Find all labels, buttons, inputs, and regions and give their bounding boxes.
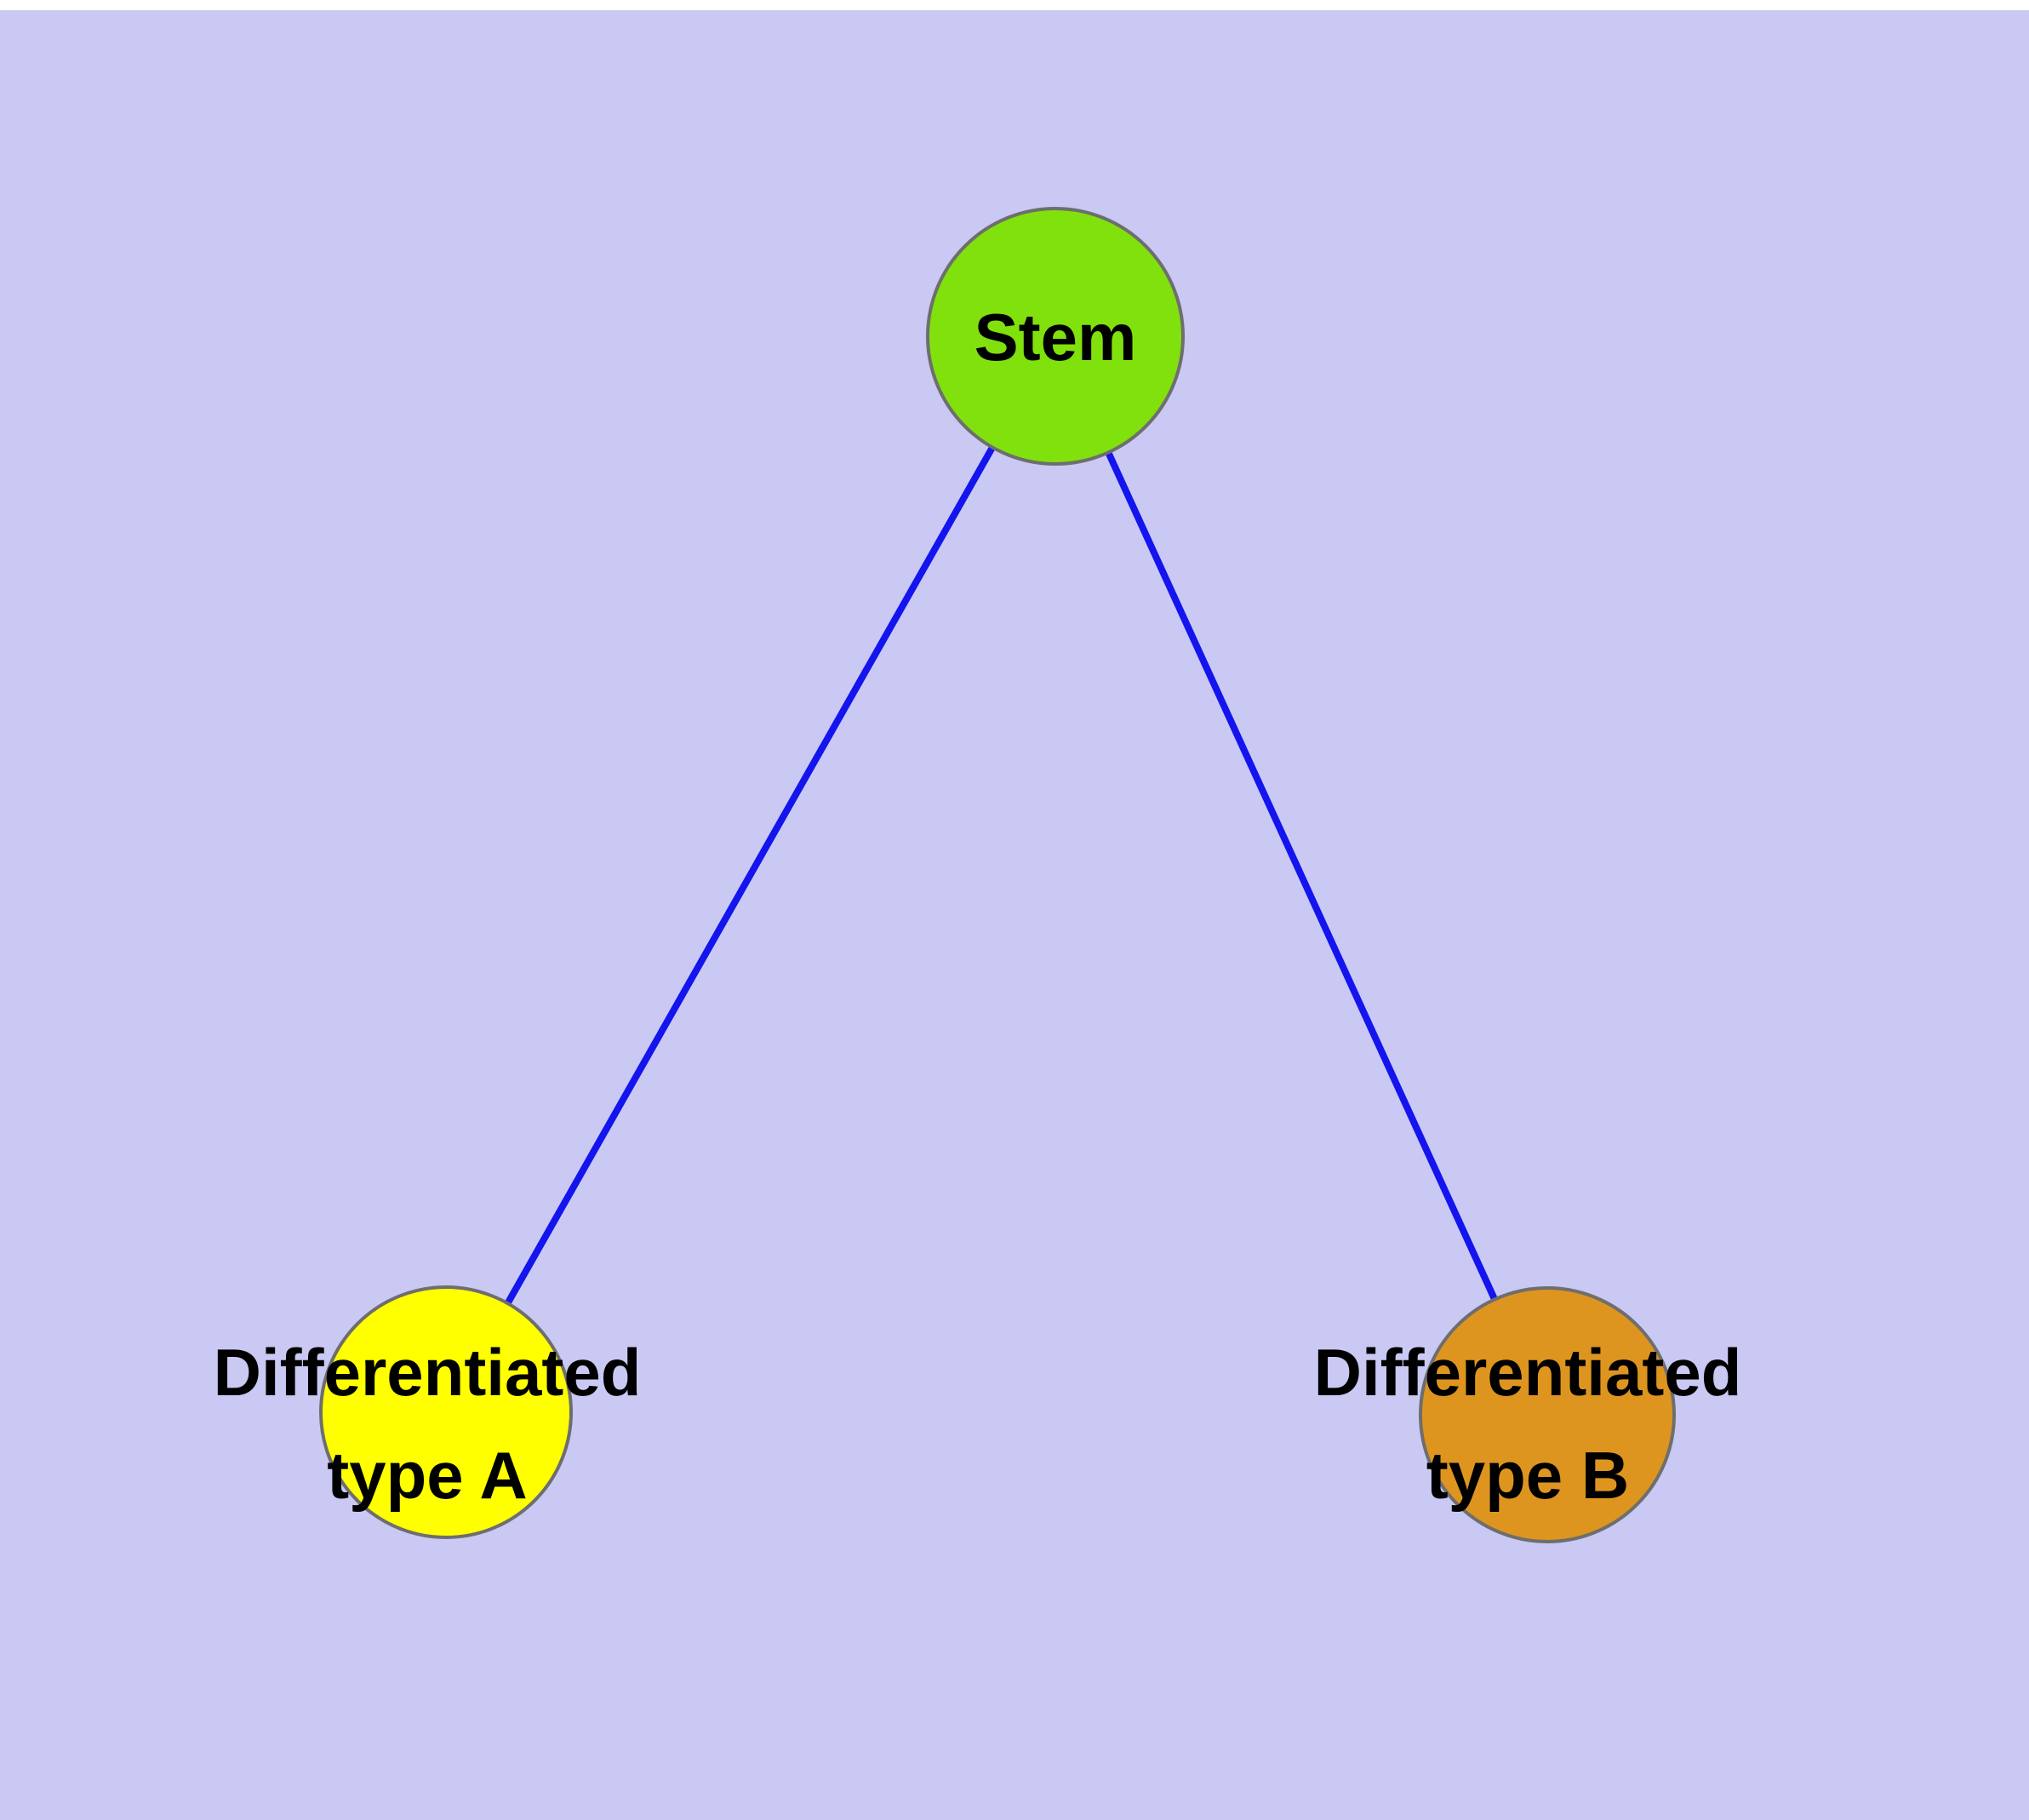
node-stem-circle <box>926 207 1185 466</box>
edge-stem-to-type-b <box>1052 335 1551 1417</box>
node-type-a-label-line2: type A <box>327 1438 528 1513</box>
node-type-a-circle <box>319 1285 573 1539</box>
node-type-b-circle <box>1419 1286 1676 1543</box>
node-type-b-label-line1: Differentiated <box>1314 1335 1742 1410</box>
node-type-b-label-line2: type B <box>1426 1438 1629 1513</box>
node-stem-label: Stem <box>974 300 1137 375</box>
top-edge-strip <box>0 0 2029 10</box>
node-type-a-label-line1: Differentiated <box>214 1335 642 1410</box>
edge-stem-to-type-a <box>443 335 1059 1414</box>
